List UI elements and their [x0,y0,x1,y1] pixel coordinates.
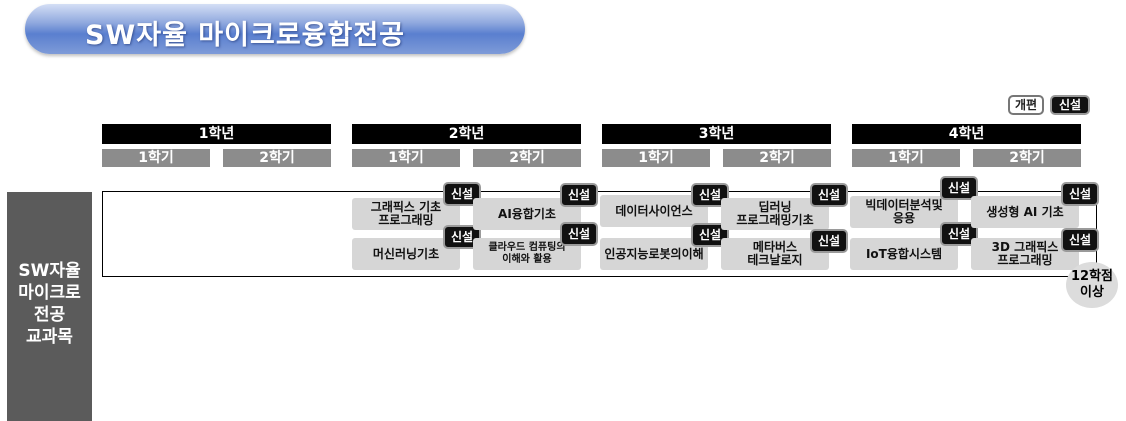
new-course-badge: 신설 [560,222,598,246]
course-name: IoT융합시스템 [865,246,943,261]
semester-header: 2학기 [473,149,581,167]
credit-line: 12학점 [1070,269,1113,284]
page-title: SW자율 마이크로융합전공 [85,20,406,51]
year-header-4: 4학년 [852,124,1081,144]
course-box: 인공지능로봇의이해 [600,238,708,270]
new-course-badge: 신설 [1061,182,1099,206]
course-name: 인공지능로봇의이해 [604,246,704,261]
new-course-badge: 신설 [560,183,598,207]
semester-header: 1학기 [102,149,210,167]
course-box: 데이터사이언스 [600,195,708,227]
course-name: 응용 [892,211,916,225]
new-course-badge: 신설 [1061,228,1099,252]
course-name: 생성형 AI 기초 [986,204,1064,219]
side-label-line: 교과목 [26,327,73,347]
new-course-badge: 신설 [940,176,978,200]
course-name: 딥러닝 [758,200,792,214]
year-header-1: 1학년 [102,124,331,144]
semester-header: 2학기 [973,149,1081,167]
credit-requirement-note: 12학점 이상 [1066,262,1118,308]
semester-header: 1학기 [852,149,960,167]
course-name: AI융합기초 [498,206,556,221]
side-category-label: SW자율 마이크로 전공 교과목 [7,192,92,421]
semester-header: 2학기 [723,149,831,167]
course-name: 테크날로지 [747,253,803,267]
course-box: 머신러닝기초 [352,238,460,270]
semester-header: 2학기 [223,149,331,167]
title-banner: SW자율 마이크로융합전공 [25,4,525,54]
side-label-line: SW자율 [18,261,81,281]
course-box: 클라우드 컴퓨팅의 이해와 활용 [473,238,581,270]
course-name: 메타버스 [752,240,798,254]
course-box: 3D 그래픽스 프로그래밍 [971,238,1079,270]
legend-reorganized-badge: 개편 [1008,95,1044,115]
year-header-2: 2학년 [352,124,581,144]
course-name: 데이터사이언스 [615,203,693,218]
course-name: 프로그래밍 [997,253,1053,267]
course-name: 프로그래밍기초 [736,213,814,227]
semester-header: 1학기 [602,149,710,167]
course-box: 그래픽스 기초 프로그래밍 [352,198,460,230]
course-name: 이해와 활용 [502,254,552,265]
credit-line: 이상 [1080,285,1104,300]
course-name: 클라우드 컴퓨팅의 [488,242,566,253]
year-header-3: 3학년 [602,124,831,144]
new-course-badge: 신설 [810,183,848,207]
legend-new-badge: 신설 [1050,95,1090,115]
course-box: 빅데이터분석및 응용 [850,196,958,228]
course-name: 3D 그래픽스 [991,240,1059,254]
new-course-badge: 신설 [810,229,848,253]
side-label-line: 전공 [33,305,66,325]
course-name: 프로그래밍 [378,213,434,227]
semester-header: 1학기 [352,149,460,167]
course-name: 머신러닝기초 [372,246,440,261]
side-label-line: 마이크로 [18,283,81,303]
course-name: 빅데이터분석및 [865,198,943,212]
course-name: 그래픽스 기초 [370,200,442,214]
